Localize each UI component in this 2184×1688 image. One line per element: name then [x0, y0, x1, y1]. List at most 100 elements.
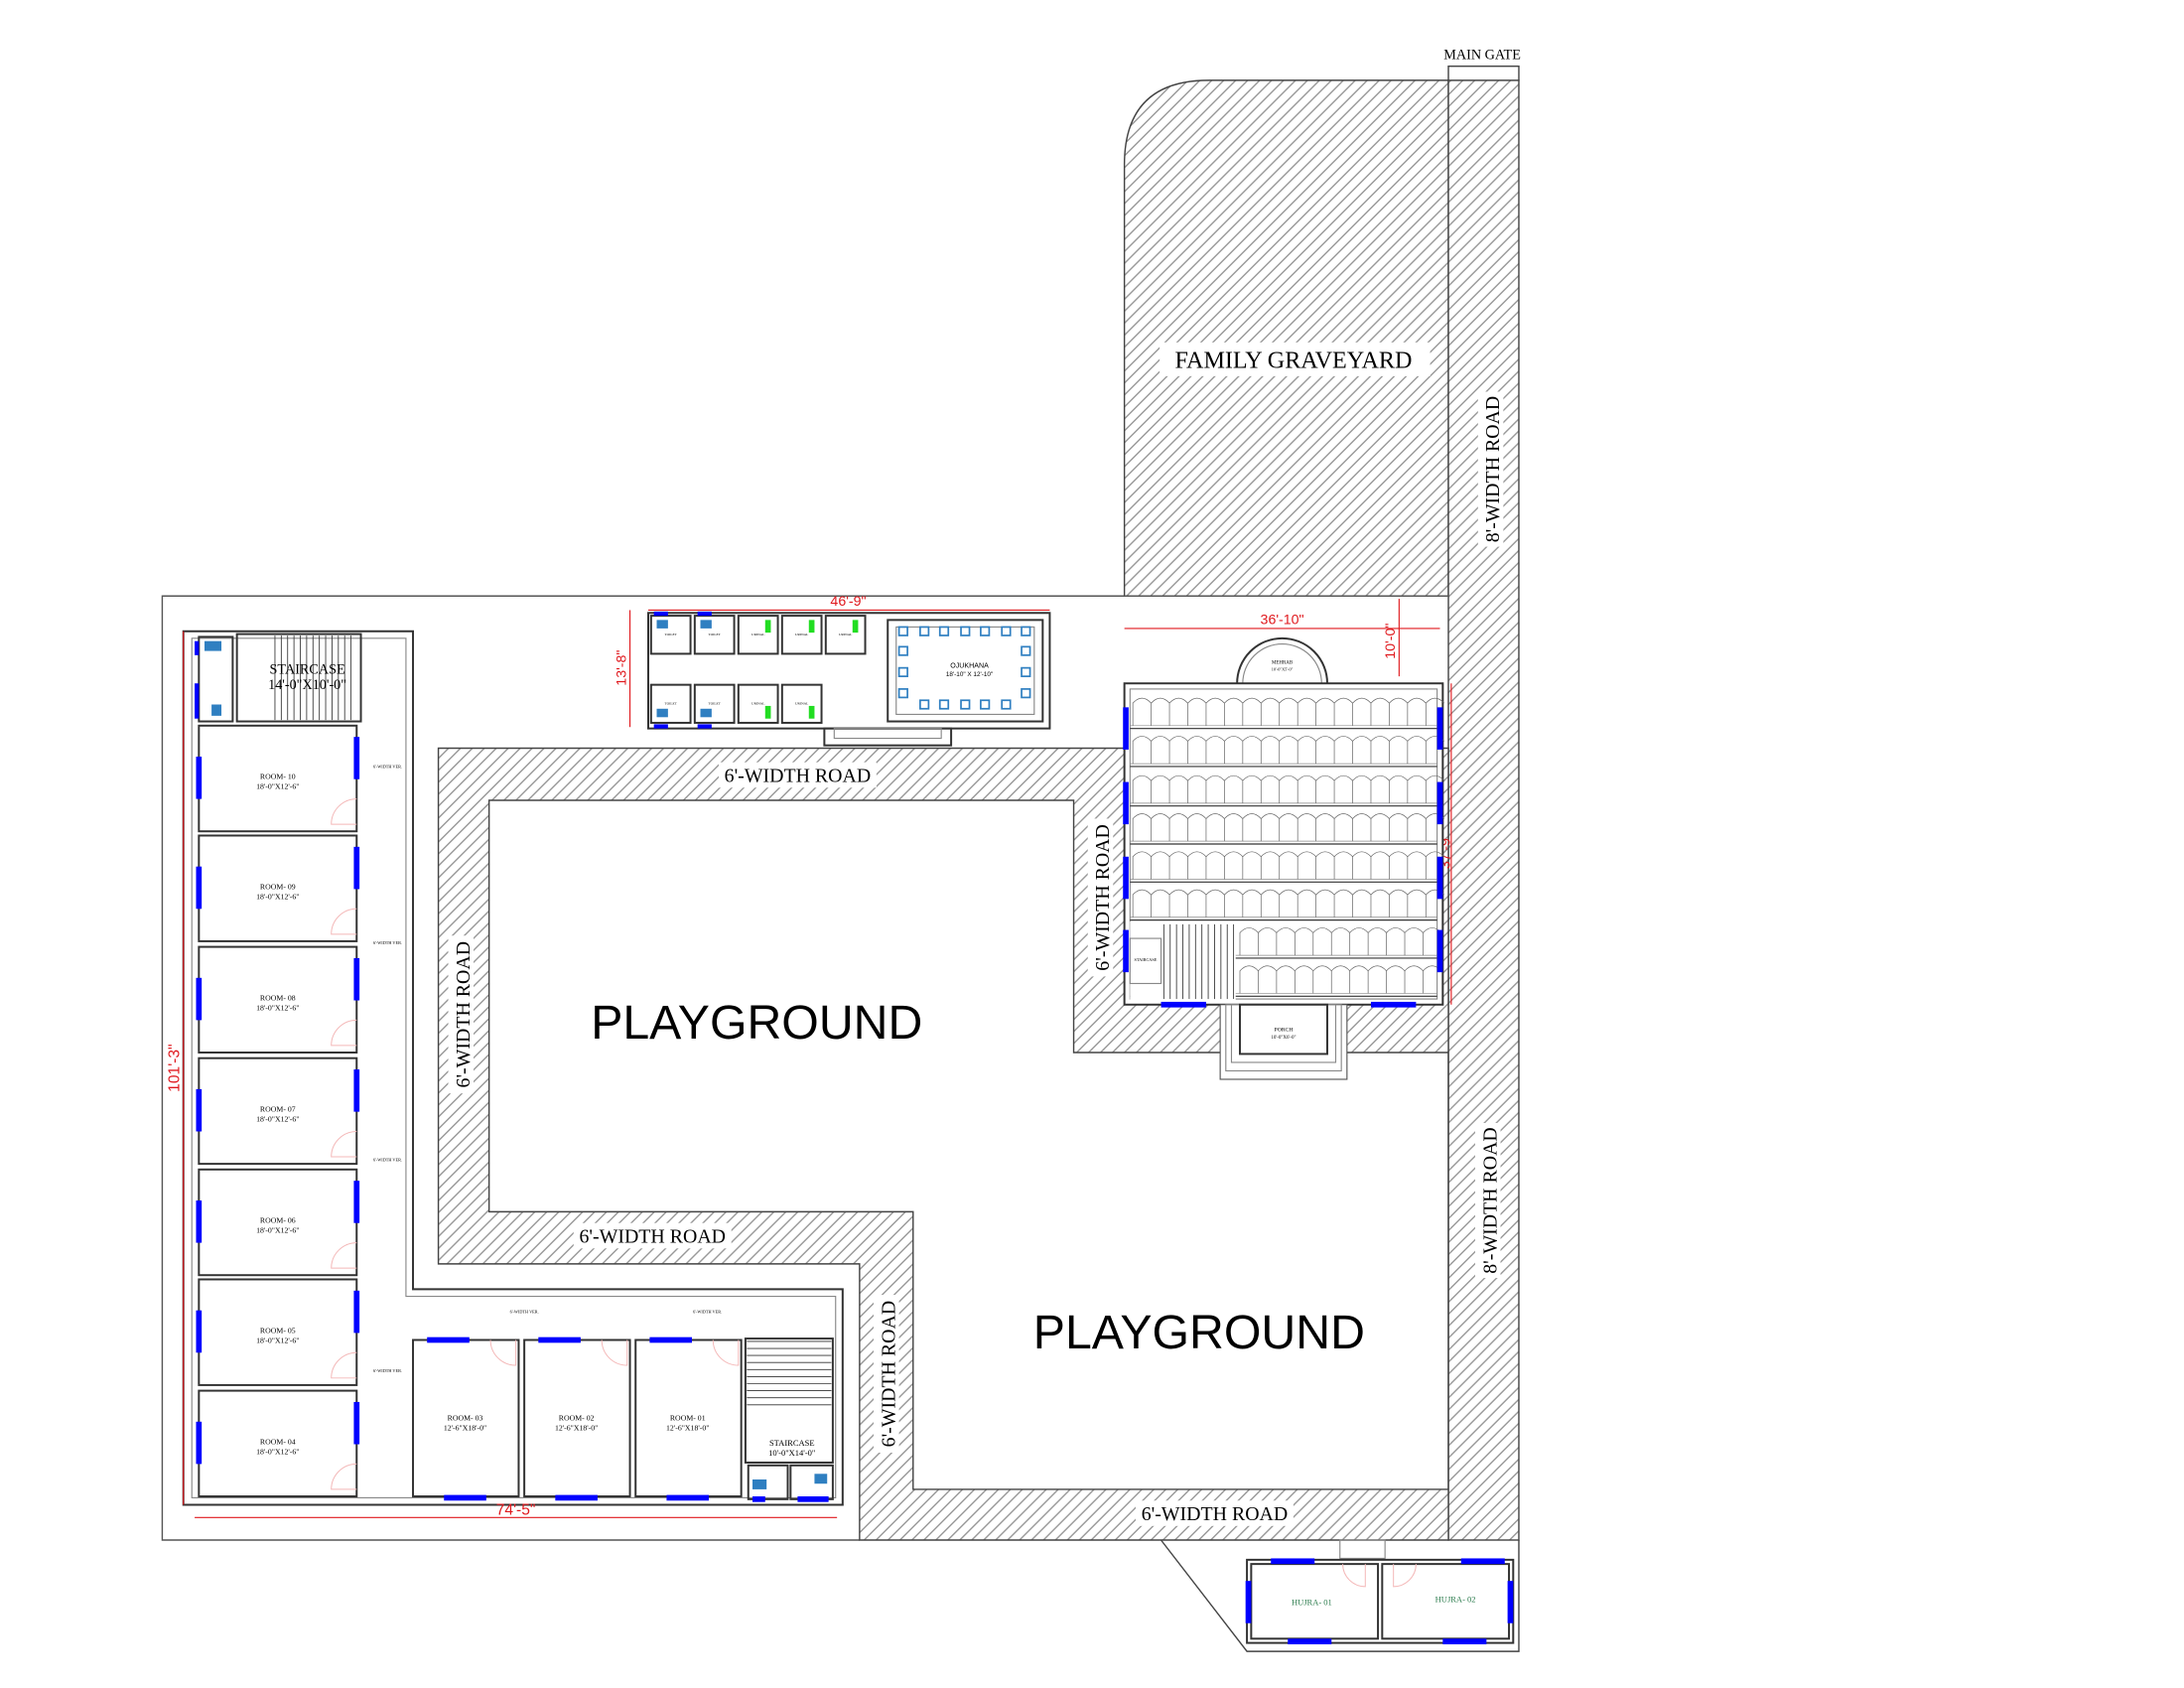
prayer-row — [1130, 736, 1445, 768]
graveyard-area — [1123, 79, 1449, 597]
road-6ft-label-middle: 6'-WIDTH ROAD — [573, 1222, 732, 1249]
svg-text:6'-WIDTH ROAD: 6'-WIDTH ROAD — [453, 941, 475, 1088]
corridor-label: 6'-WIDTH VER. — [373, 940, 402, 945]
svg-text:10'-0"X14'-0": 10'-0"X14'-0" — [768, 1448, 815, 1458]
prayer-row — [1130, 697, 1445, 730]
svg-text:OJUKHANA: OJUKHANA — [950, 662, 989, 670]
svg-text:12'-6"X18'-0": 12'-6"X18'-0" — [666, 1423, 709, 1432]
hujra-02-label: HUJRA- 02 — [1435, 1594, 1476, 1604]
dimension-left-height: 101'-3" — [166, 631, 185, 1505]
ablution-seat — [1021, 626, 1031, 636]
svg-text:TOILET: TOILET — [709, 633, 722, 636]
svg-text:18'-0"X12'-6": 18'-0"X12'-6" — [256, 1003, 299, 1012]
svg-text:18'-0"X12'-6": 18'-0"X12'-6" — [256, 1336, 299, 1344]
svg-text:46'-9": 46'-9" — [830, 594, 866, 610]
graveyard-label: FAMILY GRAVEYARD — [1174, 348, 1412, 373]
svg-text:ROOM- 05: ROOM- 05 — [260, 1326, 296, 1335]
ablution-seat — [897, 645, 908, 656]
ojukhana: OJUKHANA 18'-10" X 12'-10" — [887, 619, 1044, 723]
urinal-stall: URINAL — [737, 615, 779, 655]
road-6ft-label-top: 6'-WIDTH ROAD — [718, 762, 877, 788]
svg-text:10'-0"X6'-0": 10'-0"X6'-0" — [1271, 1036, 1296, 1041]
svg-text:6'-WIDTH ROAD: 6'-WIDTH ROAD — [579, 1226, 726, 1248]
dimension-toilet-width: 46'-9" — [648, 594, 1050, 612]
ablution-seat — [897, 626, 908, 636]
svg-text:URINAL: URINAL — [795, 633, 808, 636]
svg-text:10'-0": 10'-0" — [1383, 624, 1399, 659]
road-6ft-label-left: 6'-WIDTH ROAD — [448, 935, 475, 1094]
svg-text:TOILET: TOILET — [709, 702, 722, 706]
ablution-seat — [897, 688, 908, 699]
urinal-stall: URINAL — [824, 615, 867, 655]
dimension-mehrab-depth: 10'-0" — [1383, 599, 1400, 677]
corridor-label: 6'-WIDTH VER. — [373, 1157, 402, 1162]
svg-text:101'-3": 101'-3" — [166, 1044, 183, 1091]
svg-text:MEHRAB: MEHRAB — [1272, 660, 1294, 665]
svg-text:18'-0"X12'-6": 18'-0"X12'-6" — [256, 782, 299, 791]
toilet-stall: TOILET — [693, 683, 736, 729]
svg-text:18'-0"X12'-6": 18'-0"X12'-6" — [256, 892, 299, 901]
svg-text:18'-0"X12'-6": 18'-0"X12'-6" — [256, 1115, 299, 1124]
svg-text:ROOM- 10: ROOM- 10 — [260, 773, 296, 781]
svg-text:URINAL: URINAL — [795, 702, 808, 706]
svg-text:6'-WIDTH ROAD: 6'-WIDTH ROAD — [1142, 1503, 1289, 1525]
ablution-seat — [938, 699, 950, 710]
svg-text:STAIRCASE: STAIRCASE — [1135, 957, 1158, 962]
road-8ft-label-bottom: 8'-WIDTH ROAD — [1474, 1122, 1501, 1279]
svg-text:URINAL: URINAL — [839, 633, 852, 636]
road-6ft-label-right: 6'-WIDTH ROAD — [1087, 818, 1114, 977]
svg-text:12'-6"X18'-0": 12'-6"X18'-0" — [444, 1423, 486, 1432]
mosque: MEHRAB 10'-0"X5'-0" STAIRCASE PORCH 10'-… — [1123, 636, 1445, 1080]
ablution-seat — [919, 699, 930, 710]
ablution-seat — [980, 626, 991, 636]
svg-text:ROOM- 09: ROOM- 09 — [260, 882, 296, 891]
corridor-label: 6'-WIDTH VER. — [510, 1310, 539, 1315]
svg-text:10'-0"X5'-0": 10'-0"X5'-0" — [1272, 666, 1294, 671]
urinal-stall: URINAL — [780, 615, 823, 655]
staircase-1: STAIRCASE 14'-0"X10'-0" — [235, 633, 362, 723]
ablution-seat — [938, 626, 950, 636]
ablution-seat — [960, 626, 971, 636]
svg-text:18'-10" X 12'-10": 18'-10" X 12'-10" — [946, 671, 993, 678]
prayer-row — [1130, 851, 1445, 883]
road-8ft — [1447, 79, 1520, 1541]
toilet-stall: TOILET — [693, 611, 736, 655]
svg-text:36'-10": 36'-10" — [1261, 613, 1304, 629]
ablution-seat — [897, 666, 908, 677]
school-building: 6'-WIDTH VER. 6'-WIDTH VER. 6'-WIDTH VER… — [182, 630, 844, 1506]
dimension-toilet-depth: 13'-8" — [614, 610, 631, 728]
ablution-seat — [1001, 699, 1012, 710]
ablution-seat — [960, 699, 971, 710]
washroom-1 — [195, 635, 234, 723]
svg-text:STAIRCASE: STAIRCASE — [769, 1438, 815, 1448]
svg-text:URINAL: URINAL — [751, 702, 764, 706]
svg-text:13'-8": 13'-8" — [614, 650, 629, 686]
svg-text:12'-6"X18'-0": 12'-6"X18'-0" — [555, 1423, 598, 1432]
ablution-seat — [1021, 645, 1031, 656]
urinal-stall: URINAL — [737, 683, 779, 724]
svg-text:TOILET: TOILET — [665, 633, 678, 636]
svg-text:18'-0"X12'-6": 18'-0"X12'-6" — [256, 1226, 299, 1235]
staircase-mosque: STAIRCASE — [1129, 921, 1236, 1001]
road-6ft-label-lower: 6'-WIDTH ROAD — [874, 1295, 899, 1454]
toilet-stall: TOILET — [649, 683, 692, 729]
dimension-mosque-width: 36'-10" — [1124, 613, 1440, 630]
corridor-label: 6'-WIDTH VER. — [693, 1310, 722, 1315]
svg-text:74'-5": 74'-5" — [496, 1501, 536, 1518]
svg-text:8'-WIDTH ROAD: 8'-WIDTH ROAD — [1482, 396, 1504, 543]
hujra-01-label: HUJRA- 01 — [1292, 1597, 1332, 1607]
svg-text:6'-WIDTH ROAD: 6'-WIDTH ROAD — [725, 766, 872, 787]
svg-text:6'-WIDTH ROAD: 6'-WIDTH ROAD — [1092, 824, 1114, 971]
svg-text:ROOM- 03: ROOM- 03 — [448, 1413, 483, 1422]
corridor-label: 6'-WIDTH VER. — [373, 1368, 402, 1373]
porch: PORCH 10'-0"X6'-0" — [1219, 1003, 1348, 1080]
